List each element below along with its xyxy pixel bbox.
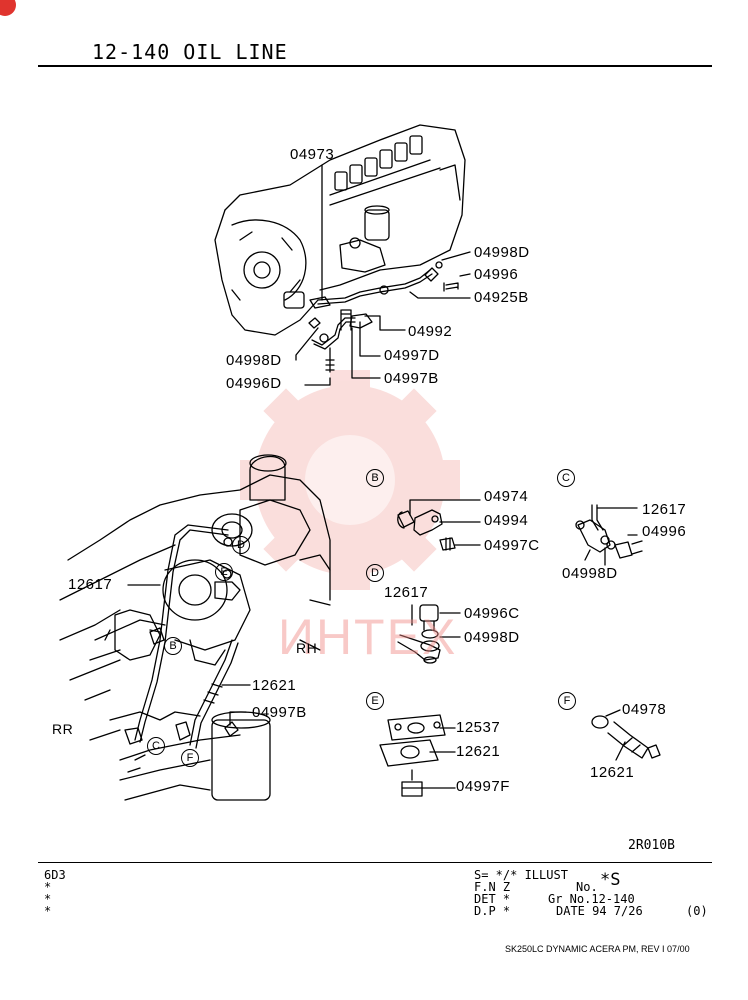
footer-revision: (0)	[686, 904, 708, 918]
footer-dp: D.P *	[474, 904, 511, 918]
footer-star: *	[44, 880, 52, 894]
illustration-code: 2R010B	[628, 838, 675, 853]
detail-marker-b: B	[366, 469, 384, 487]
part-callout: 04998D	[226, 352, 282, 369]
detail-marker-c: C	[557, 469, 575, 487]
location-marker-e: E	[215, 563, 233, 581]
corner-mark-icon	[0, 0, 16, 16]
model-code: 6D3	[44, 868, 66, 882]
watermark-text: ИНТЕХ	[278, 609, 458, 665]
detail-marker-e: E	[366, 692, 384, 710]
footer-date: DATE 94 7/26	[556, 904, 643, 918]
part-callout: 04997D	[384, 347, 440, 364]
part-callout: 04973	[290, 146, 335, 163]
part-callout: 04997B	[252, 704, 307, 721]
part-callout: 12617	[384, 584, 429, 601]
part-callout: 04996C	[464, 605, 520, 622]
part-callout: 04992	[408, 323, 453, 340]
part-callout: 04997C	[484, 537, 540, 554]
detail-marker-d: D	[366, 564, 384, 582]
detail-marker-f: F	[558, 692, 576, 710]
part-callout: 04998D	[464, 629, 520, 646]
footer-fnz: F.N Z	[474, 880, 511, 894]
part-callout: 04996D	[226, 375, 282, 392]
part-callout: 04997F	[456, 778, 510, 795]
part-callout: 12617	[642, 501, 687, 518]
location-marker-c: C	[147, 737, 165, 755]
footer-no-label: No.	[576, 880, 598, 894]
footer-s-line: S= */* ILLUST	[474, 868, 568, 882]
side-label-rr: RR	[52, 721, 74, 737]
source-caption: SK250LC DYNAMIC ACERA PM, REV I 07/00	[505, 944, 690, 954]
part-callout: 12621	[252, 677, 297, 694]
footer-star: *	[44, 904, 52, 918]
location-marker-b: B	[164, 637, 182, 655]
page-title: 12-140 OIL LINE	[92, 40, 288, 64]
part-callout: 04925B	[474, 289, 529, 306]
footer-group: Gr No.12-140	[548, 892, 635, 906]
part-callout: 04998D	[474, 244, 530, 261]
part-callout: 04978	[622, 701, 667, 718]
location-marker-f: F	[181, 749, 199, 767]
part-callout: 04974	[484, 488, 529, 505]
header-rule	[38, 65, 712, 67]
side-label-rh: RH	[296, 640, 318, 656]
location-marker-d: D	[232, 536, 250, 554]
part-callout: 04997B	[384, 370, 439, 387]
footer-star: *	[44, 892, 52, 906]
part-callout: 12617	[68, 576, 113, 593]
part-callout: 04998D	[562, 565, 618, 582]
part-callout: 04996	[474, 266, 519, 283]
part-callout: 12621	[590, 764, 635, 781]
footer-rule	[38, 862, 712, 863]
part-callout: 12621	[456, 743, 501, 760]
part-callout: 12537	[456, 719, 501, 736]
part-callout: 04994	[484, 512, 529, 529]
footer-det: DET *	[474, 892, 511, 906]
part-callout: 04996	[642, 523, 687, 540]
footer-no-value: *S	[600, 870, 621, 890]
